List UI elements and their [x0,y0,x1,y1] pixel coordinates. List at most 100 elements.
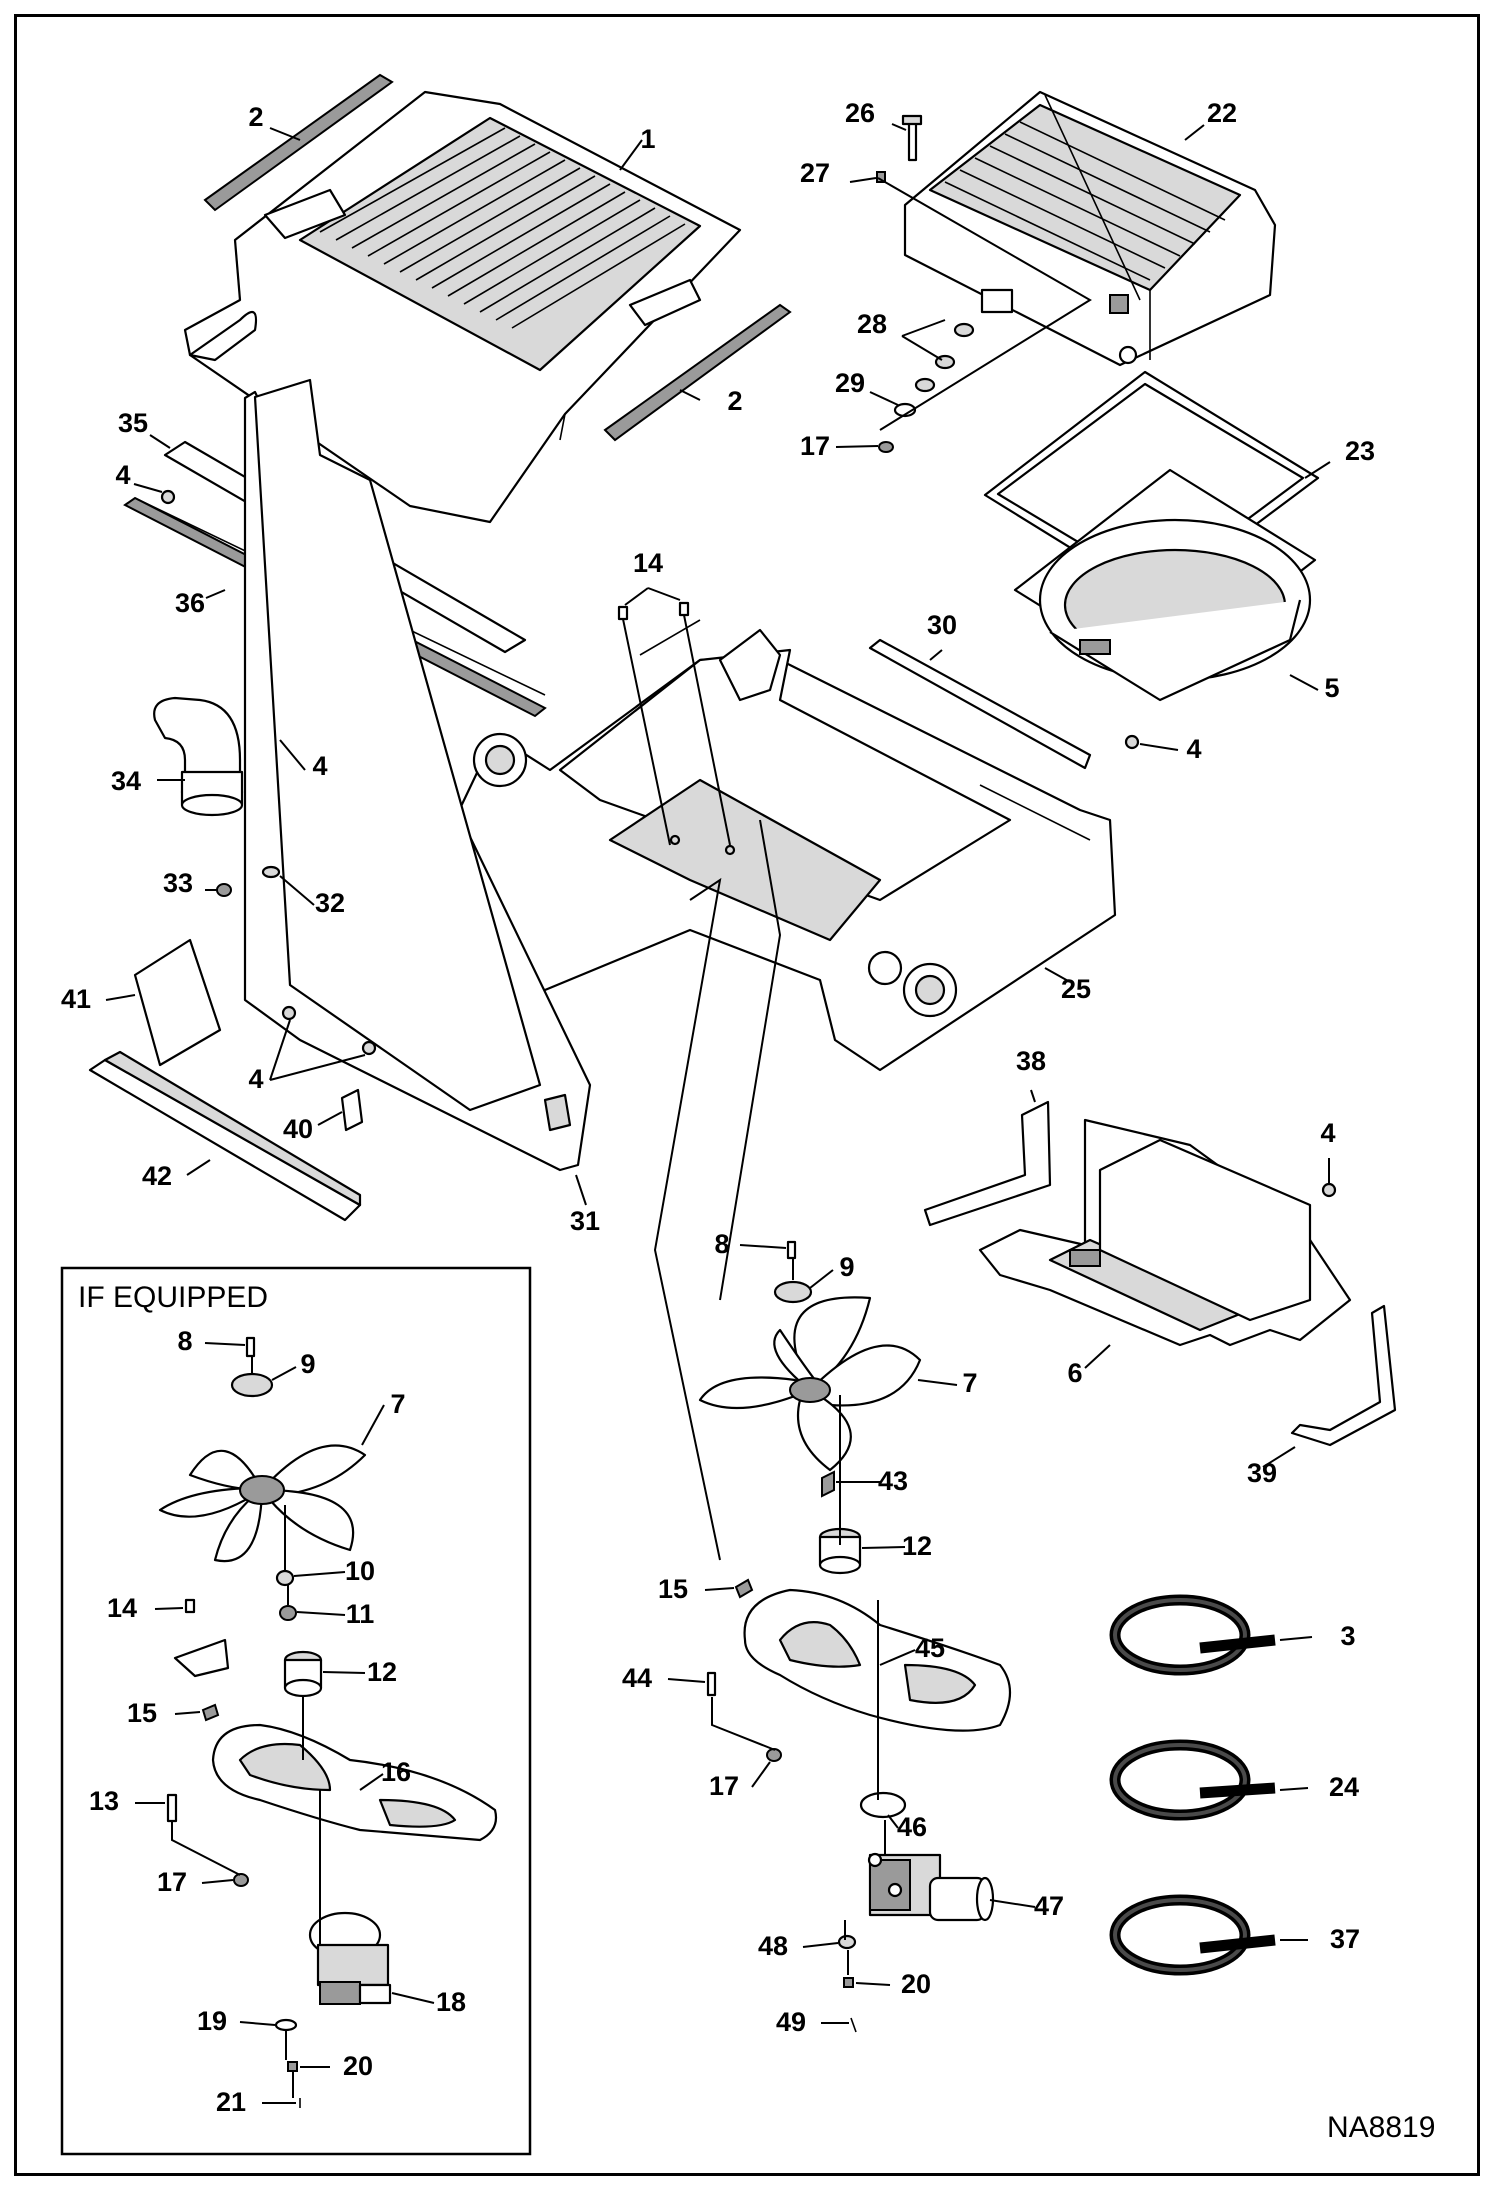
washer-29-icon [893,402,917,418]
clip-15a-icon [734,1578,754,1599]
callout-c42: 42 [142,1161,172,1191]
isolator-28-icon [914,322,975,393]
callout-c15b: 15 [127,1698,157,1728]
fan-7-inset [158,1444,367,1563]
callout-c28: 28 [857,309,887,339]
callout-c16: 16 [381,1757,411,1787]
air-elbow-34 [153,696,244,817]
nut-43-icon [821,1470,835,1498]
nut-32-icon [261,865,281,879]
callout-c35: 35 [118,408,148,438]
callout-c30: 30 [927,610,957,640]
bolt-13-icon [166,1793,178,1823]
diagram-border [14,14,1480,2176]
hose-coil-37 [1109,1894,1276,1976]
callout-c4d: 4 [248,1064,263,1094]
nut-20a-icon [843,1977,854,1988]
callout-c20a: 20 [901,1969,931,1999]
callout-c29: 29 [835,368,865,398]
bolt-14a-icon [617,601,731,846]
clip-40-icon [340,1088,364,1132]
callout-c8b: 8 [177,1326,192,1356]
hose-coil-24 [1109,1739,1276,1821]
bolt-4c-icon [1124,734,1140,750]
callout-c33: 33 [163,868,193,898]
callout-c4b: 4 [312,751,327,781]
callout-c1: 1 [640,124,655,154]
callout-c2b: 2 [727,386,742,416]
callout-c14a: 14 [633,548,663,578]
inset-box [60,1266,532,2156]
nut-17b-icon [766,1748,782,1762]
callout-c20b: 20 [343,2051,373,2081]
hose-coil-3 [1109,1594,1276,1676]
bracket-14b-icon [173,1598,230,1678]
nut-33-icon [216,883,232,897]
bolt-44-icon [706,1671,717,1697]
callout-c26: 26 [845,98,875,128]
callout-c49: 49 [776,2007,806,2037]
callout-c3: 3 [1340,1621,1355,1651]
bolt-4d-icon [281,1005,377,1056]
hydraulic-motor-18 [308,1911,392,2005]
callout-c23: 23 [1345,436,1375,466]
callout-c11: 11 [346,1599,375,1629]
bolt-4a-icon [160,489,176,505]
callout-c15a: 15 [658,1574,688,1604]
nut-17c-icon [233,1873,249,1887]
callout-c17b: 17 [709,1771,739,1801]
bushing-12b-icon [283,1650,323,1698]
callout-c13: 13 [89,1786,119,1816]
callout-c7b: 7 [390,1389,405,1419]
callout-c46: 46 [897,1812,927,1842]
callout-c38: 38 [1016,1046,1046,1076]
callout-c47: 47 [1034,1891,1064,1921]
nut-20b-icon [287,2061,298,2072]
lower-bracket-31 [243,378,592,1172]
support-rail-30 [868,638,1092,770]
callout-c12b: 12 [367,1657,397,1687]
callout-c40: 40 [283,1114,313,1144]
nut-10-icon [275,1569,295,1587]
callout-c48: 48 [758,1931,788,1961]
seal-strip-lower [603,303,792,442]
fan-7-main [698,1296,922,1472]
seal-39 [1290,1304,1397,1447]
callout-c22: 22 [1207,98,1237,128]
callout-c32: 32 [315,888,345,918]
callout-c19: 19 [197,2006,227,2036]
seal-38 [923,1100,1052,1227]
main-frame-25 [443,619,1117,1072]
callout-c31: 31 [570,1206,600,1236]
callout-c12a: 12 [902,1531,932,1561]
callout-c45: 45 [915,1633,945,1663]
clip-15b-icon [201,1703,220,1722]
callout-c44: 44 [622,1663,652,1693]
callout-c9a: 9 [839,1252,854,1282]
callout-c34: 34 [111,766,141,796]
bolt-8b-icon [245,1336,256,1358]
callout-c4e: 4 [1320,1118,1335,1148]
callout-c10: 10 [345,1556,375,1586]
washer-19-icon [274,2018,298,2032]
skirt-42 [88,1050,362,1222]
bolt-4e-icon [1321,1182,1337,1198]
bolt-8a-icon [786,1240,797,1260]
callout-c7a: 7 [962,1368,977,1398]
callout-c9b: 9 [300,1349,315,1379]
callout-c6: 6 [1067,1358,1082,1388]
callout-c4c: 4 [1186,734,1201,764]
callout-c37: 37 [1330,1924,1360,1954]
washer-27-icon [876,171,886,183]
callout-c2a: 2 [248,102,263,132]
callout-c21: 21 [216,2087,246,2117]
leader-lines [105,123,1331,2104]
callout-c41: 41 [61,984,91,1014]
clamp-46-icon [859,1791,907,1819]
callout-c17a: 17 [800,431,830,461]
top-cover-grille [183,90,742,524]
plate-9b-icon [230,1372,274,1398]
hydraulic-motor-47 [867,1852,995,1922]
